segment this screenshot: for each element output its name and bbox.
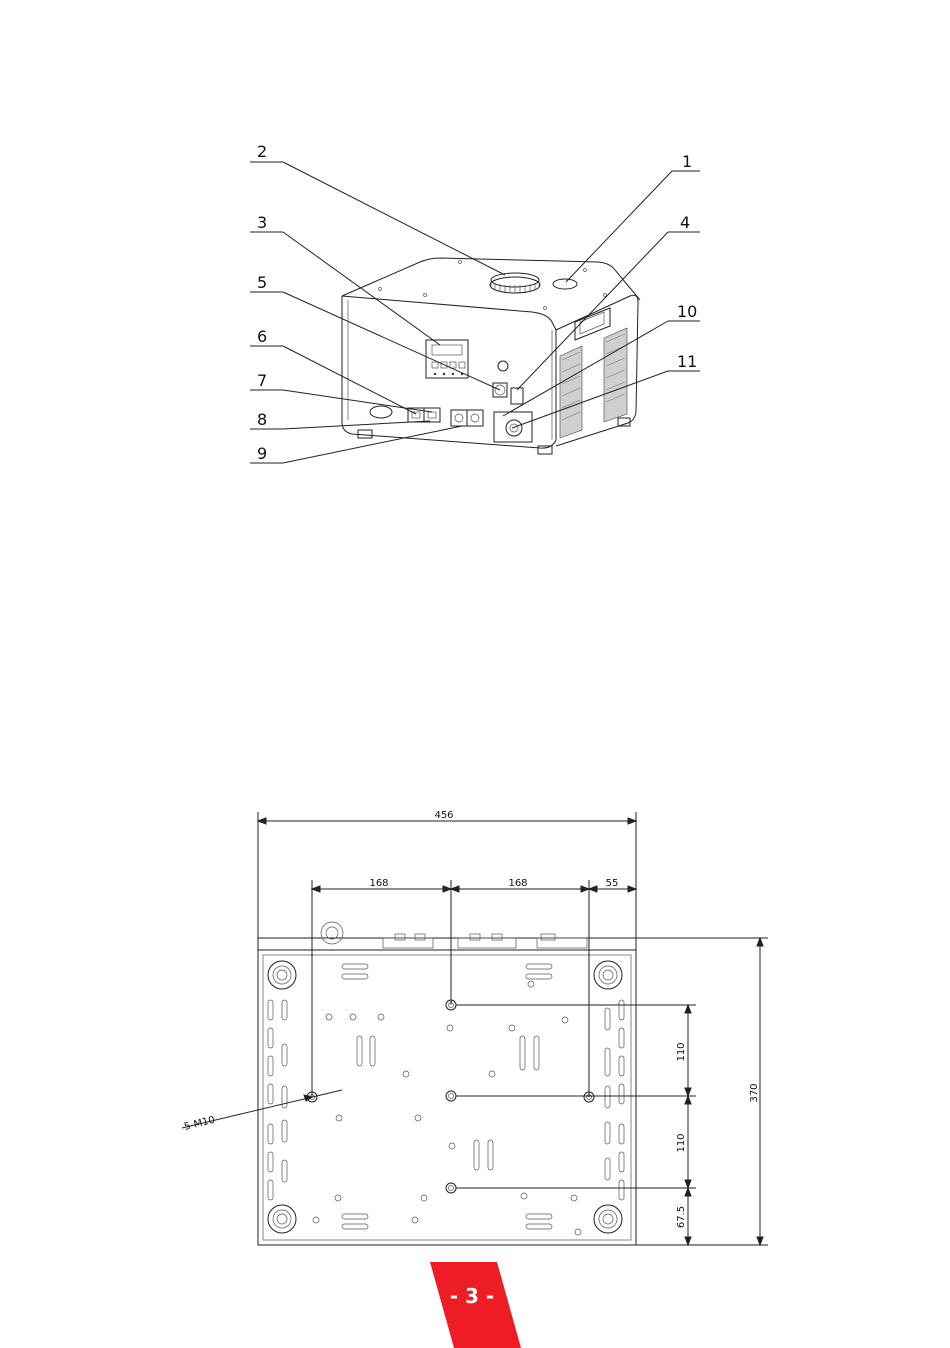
dim-overall-width: 456 (434, 810, 453, 821)
power-switch (511, 388, 523, 404)
callout-10: 10 (677, 302, 697, 321)
callout-7: 7 (257, 371, 267, 390)
callout-9: 9 (257, 444, 267, 463)
thread-label: 5-M10 (183, 1115, 216, 1133)
callout-3: 3 (257, 213, 267, 232)
dim-spacing-1: 168 (369, 878, 388, 889)
dim-height-2: 110 (676, 1133, 687, 1152)
page-number-badge: - 3 - (430, 1262, 521, 1348)
dim-spacing-3: 55 (606, 878, 619, 889)
power-inlet (494, 412, 532, 442)
dim-overall-depth: 370 (749, 1083, 760, 1102)
top-port (553, 279, 577, 289)
callout-6: 6 (257, 327, 267, 346)
dim-height-1: 110 (676, 1042, 687, 1061)
base-plate-view: 456 168 168 55 110 110 67.5 370 5-M10 (182, 810, 768, 1245)
callout-8: 8 (257, 410, 267, 429)
callout-leaders (250, 162, 700, 463)
filler-cap (490, 273, 540, 293)
callout-11: 11 (677, 352, 697, 371)
screw-holes (313, 981, 581, 1235)
dim-height-3: 67.5 (676, 1206, 687, 1228)
dim-spacing-2: 168 (508, 878, 527, 889)
callout-1: 1 (682, 152, 692, 171)
foot-left (358, 430, 372, 438)
callout-4: 4 (680, 213, 690, 232)
page-number: - 3 - (450, 1284, 494, 1308)
callout-2: 2 (257, 142, 267, 161)
corner-feet (268, 961, 622, 1233)
callout-5: 5 (257, 273, 267, 292)
device-perspective-view: 1 2 3 4 5 6 7 8 9 10 11 (250, 142, 700, 463)
rear-connectors (321, 922, 587, 948)
side-vent-grille (560, 328, 627, 438)
foot-front-right (538, 446, 552, 454)
indicator-lamp (498, 361, 508, 371)
